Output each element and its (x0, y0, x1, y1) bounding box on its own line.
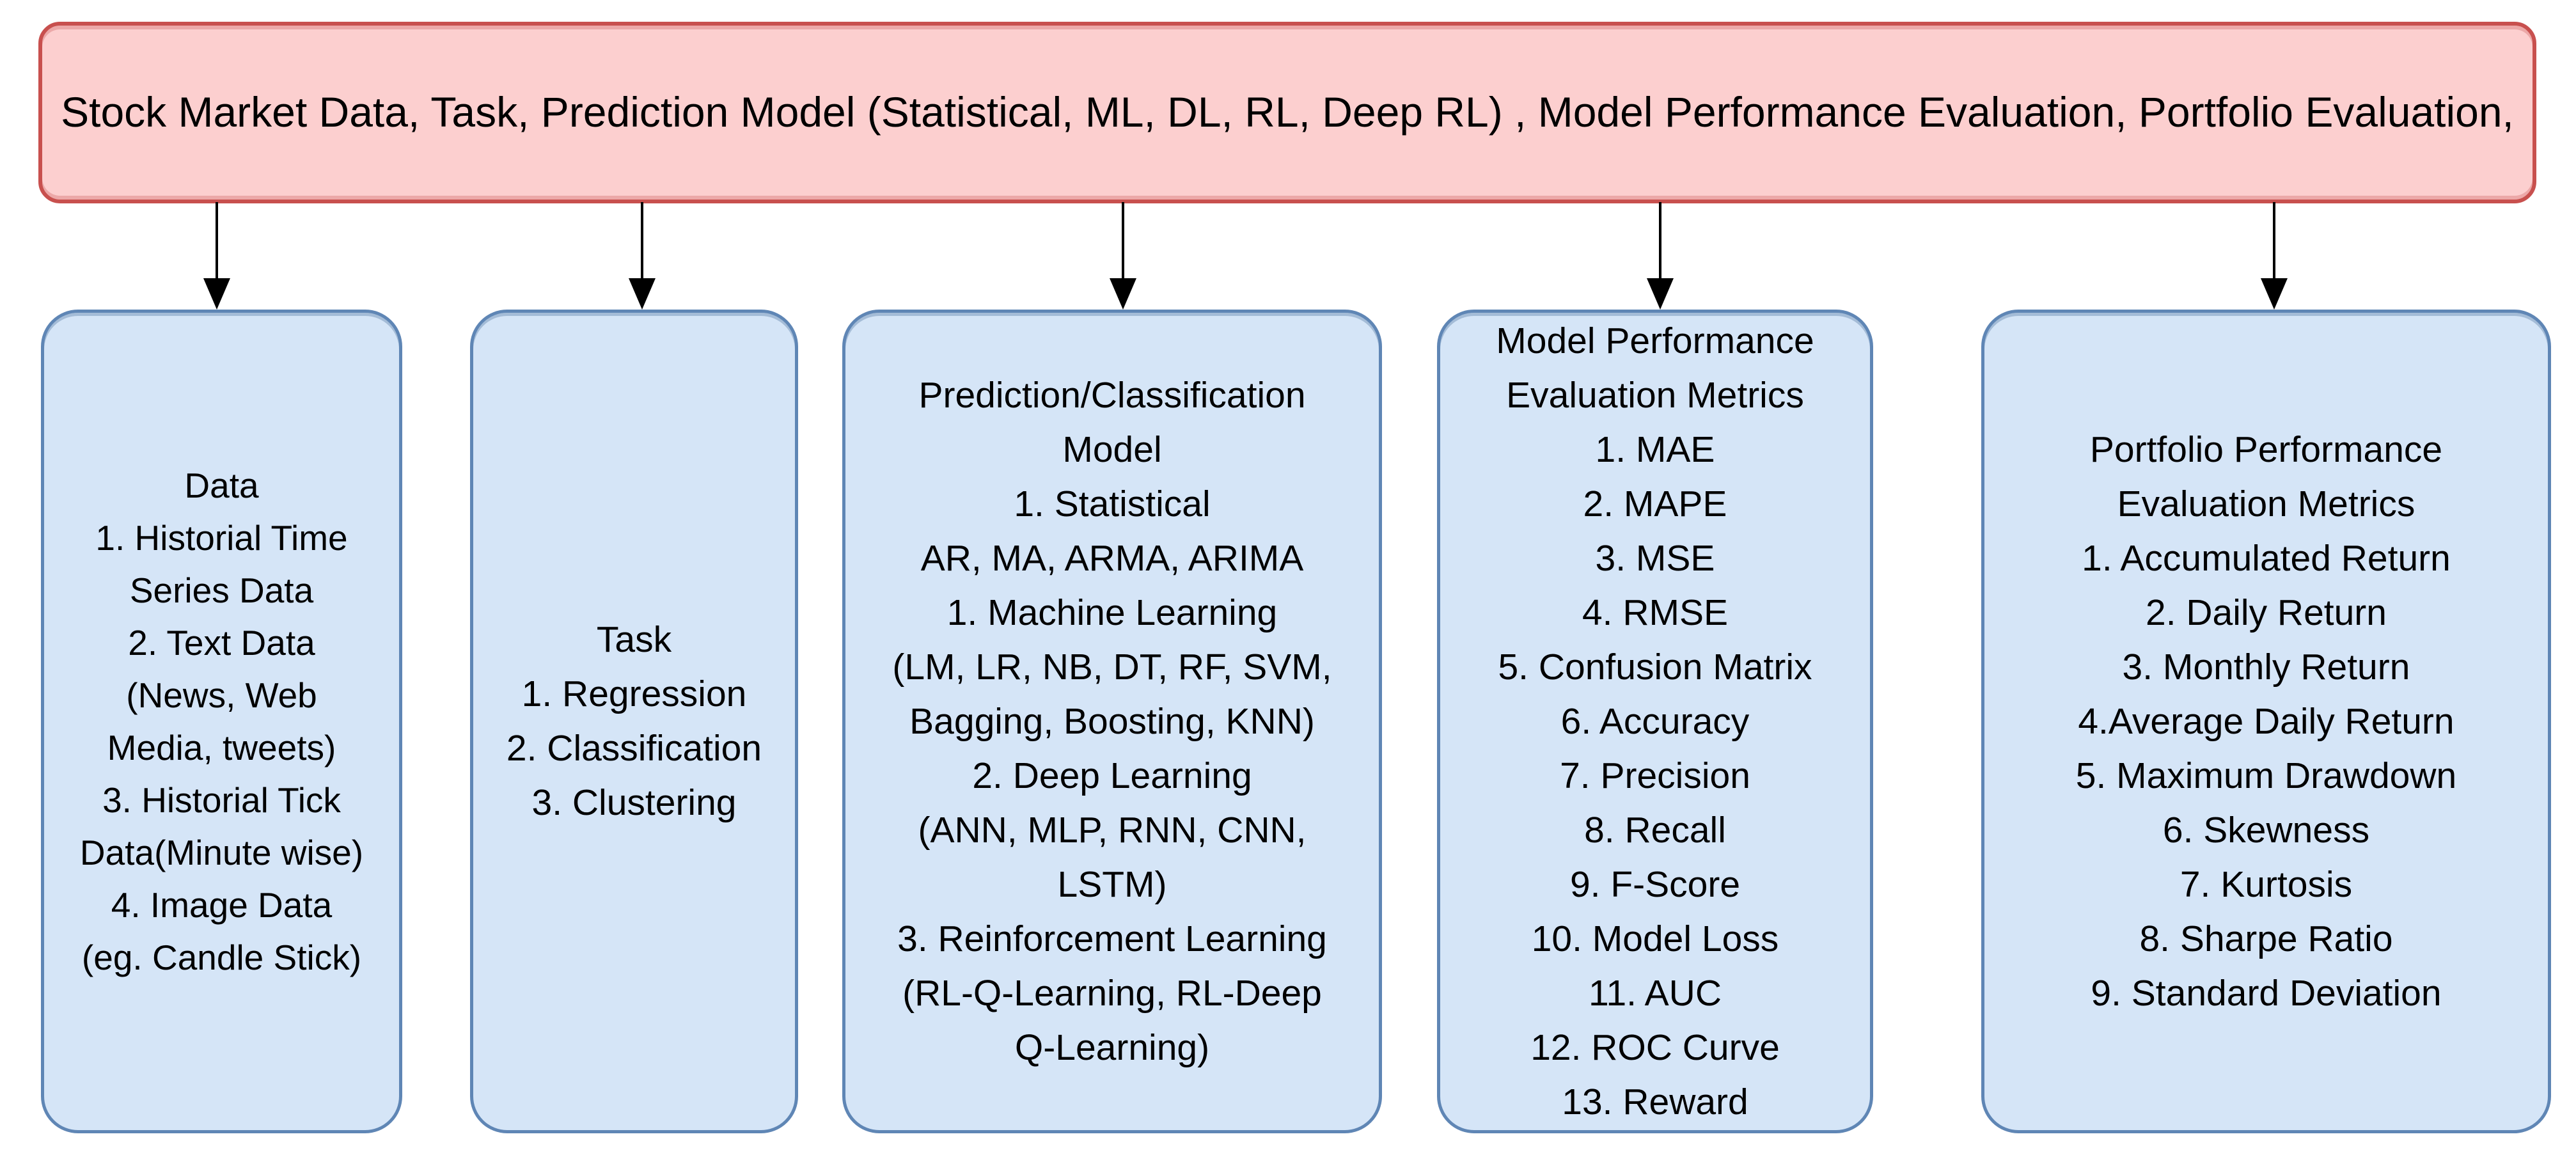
node-prediction-classification-model: Prediction/Classification Model 1. Stati… (842, 310, 1382, 1133)
node-task: Task 1. Regression 2. Classification 3. … (470, 310, 798, 1133)
arrow-down-icon (629, 202, 656, 310)
arrow-down-icon (203, 202, 230, 310)
node-model-metrics-text: Model Performance Evaluation Metrics 1. … (1496, 320, 1814, 1122)
node-data: Data 1. Historial Time Series Data 2. Te… (41, 310, 402, 1133)
node-portfolio-performance-evaluation-metrics: Portfolio Performance Evaluation Metrics… (1981, 310, 2551, 1133)
arrow-down-icon (2261, 202, 2288, 310)
header-text: Stock Market Data, Task, Prediction Mode… (61, 88, 2514, 136)
node-task-text: Task 1. Regression 2. Classification 3. … (506, 619, 762, 823)
node-data-text: Data 1. Historial Time Series Data 2. Te… (79, 466, 364, 977)
connector-arrow-model-metrics (1642, 202, 1678, 310)
connector-arrow-data (199, 202, 235, 310)
header-box: Stock Market Data, Task, Prediction Mode… (38, 22, 2536, 203)
connector-arrow-portfolio-metrics (2256, 202, 2292, 310)
connector-arrow-prediction-model (1105, 202, 1141, 310)
arrow-down-icon (1110, 202, 1136, 310)
connector-arrow-task (624, 202, 660, 310)
node-portfolio-metrics-text: Portfolio Performance Evaluation Metrics… (2075, 429, 2457, 1014)
node-model-performance-evaluation-metrics: Model Performance Evaluation Metrics 1. … (1437, 310, 1873, 1133)
node-prediction-model-text: Prediction/Classification Model 1. Stati… (892, 374, 1332, 1068)
arrow-down-icon (1647, 202, 1674, 310)
